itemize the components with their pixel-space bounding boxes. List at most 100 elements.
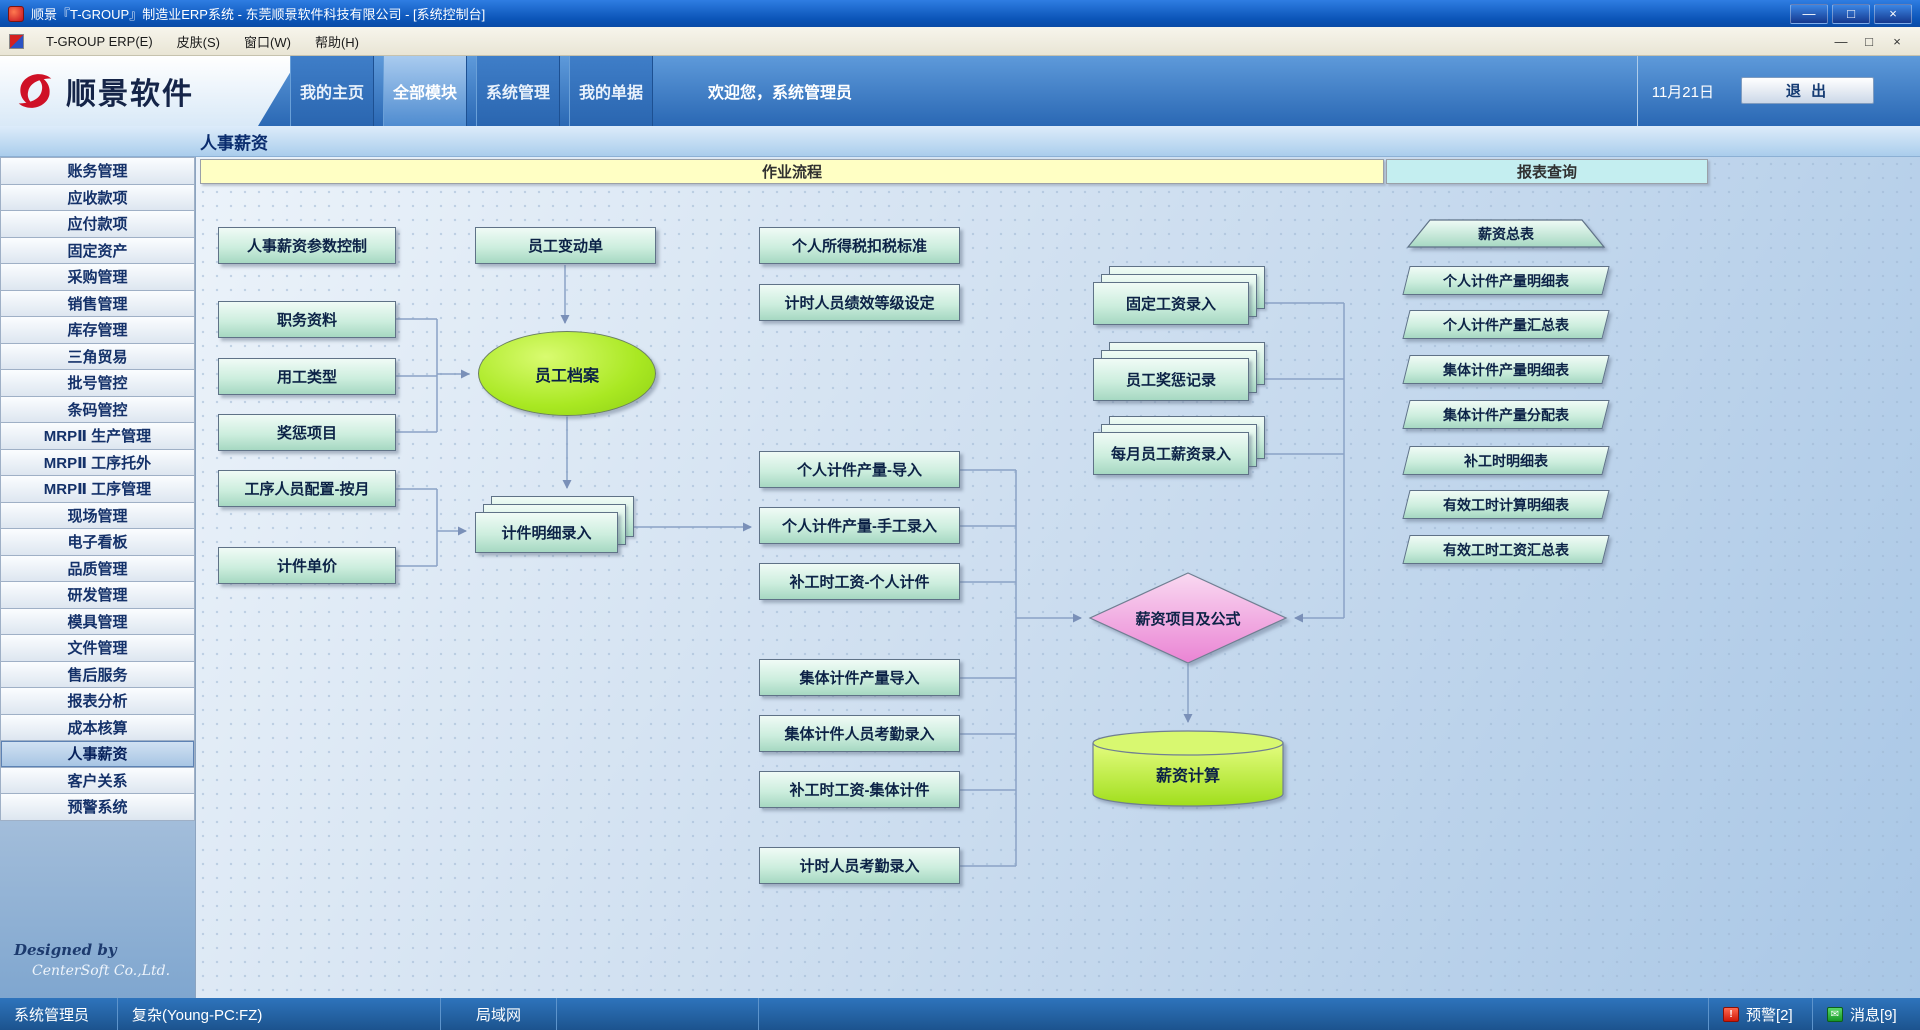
welcome-text: 欢迎您，系统管理员 — [708, 85, 853, 102]
sidebar-item[interactable]: 批号管控 — [0, 369, 195, 397]
flow-node-emp-reward[interactable]: 员工奖惩记录 — [1093, 342, 1265, 401]
sidebar-item[interactable]: 应收款项 — [0, 183, 195, 211]
report-label: 个人计件产量明细表 — [1443, 272, 1569, 289]
report-item[interactable]: 集体计件产量分配表 — [1402, 400, 1610, 429]
sidebar-item[interactable]: 条码管控 — [0, 395, 195, 423]
sidebar-item[interactable]: 客户关系 — [0, 766, 195, 794]
status-spacer — [759, 998, 1708, 1030]
report-item[interactable]: 有效工时计算明细表 — [1402, 490, 1610, 519]
report-label: 集体计件产量明细表 — [1443, 361, 1569, 378]
status-messages[interactable]: ✉ 消息[9] — [1812, 998, 1920, 1030]
report-item[interactable]: 有效工时工资汇总表 — [1402, 535, 1610, 564]
sidebar-item[interactable]: 预警系统 — [0, 793, 195, 821]
sidebar-item[interactable]: 账务管理 — [0, 157, 195, 185]
sidebar-item[interactable]: 采购管理 — [0, 263, 195, 291]
header-date: 11月21日 — [1636, 56, 1714, 126]
mdi-minimize-icon[interactable]: — — [1834, 33, 1848, 49]
sidebar-item[interactable]: MRPⅡ 工序托外 — [0, 448, 195, 476]
sidebar-item[interactable]: MRPⅡ 生产管理 — [0, 422, 195, 450]
status-empty-segment — [557, 998, 759, 1030]
section-header-process: 作业流程 — [200, 159, 1384, 184]
messages-text: 消息[9] — [1850, 1006, 1897, 1024]
maximize-icon[interactable]: □ — [1832, 3, 1870, 24]
message-icon: ✉ — [1827, 1006, 1843, 1022]
menu-item-help[interactable]: 帮助(H) — [314, 34, 359, 50]
flow-node-job-info[interactable]: 职务资料 — [218, 301, 396, 338]
flow-node-fixed-salary[interactable]: 固定工资录入 — [1093, 266, 1265, 325]
flow-node-params-control[interactable]: 人事薪资参数控制 — [218, 227, 396, 264]
flow-node-personal-import[interactable]: 个人计件产量-导入 — [759, 451, 960, 488]
flow-node-work-type[interactable]: 用工类型 — [218, 358, 396, 395]
flow-node-group-import[interactable]: 集体计件产量导入 — [759, 659, 960, 696]
menu-item-tgroup[interactable]: T-GROUP ERP(E) — [46, 33, 153, 49]
flow-node-reward-item[interactable]: 奖惩项目 — [218, 414, 396, 451]
flow-node-overtime-group[interactable]: 补工时工资-集体计件 — [759, 771, 960, 808]
sidebar-item[interactable]: 现场管理 — [0, 501, 195, 529]
flow-node-tax-standard[interactable]: 个人所得税扣税标准 — [759, 227, 960, 264]
flow-node-salary-formula[interactable]: 薪资项目及公式 — [1135, 610, 1241, 628]
sidebar-item[interactable]: 电子看板 — [0, 528, 195, 556]
tab-all-modules[interactable]: 全部模块 — [383, 56, 467, 126]
report-item[interactable]: 个人计件产量汇总表 — [1402, 310, 1610, 339]
status-machine-text: 复杂(Young-PC:FZ) — [132, 1006, 263, 1024]
report-item[interactable]: 个人计件产量明细表 — [1402, 266, 1610, 295]
module-subheader: 人事薪资 — [0, 126, 1920, 157]
sidebar-item[interactable]: 库存管理 — [0, 316, 195, 344]
flow-node-piece-detail[interactable]: 计件明细录入 — [475, 496, 634, 553]
flow-node-overtime-personal[interactable]: 补工时工资-个人计件 — [759, 563, 960, 600]
tab-system-manage[interactable]: 系统管理 — [476, 56, 560, 126]
flow-node-salary-calc[interactable]: 薪资计算 — [1155, 768, 1220, 785]
flow-node-piece-price[interactable]: 计件单价 — [218, 547, 396, 584]
sidebar-item-selected[interactable]: 人事薪资 — [0, 740, 195, 768]
sidebar-item[interactable]: MRPⅡ 工序管理 — [0, 475, 195, 503]
status-network: 局域网 — [441, 998, 557, 1030]
flow-node-personal-manual[interactable]: 个人计件产量-手工录入 — [759, 507, 960, 544]
logo-text: 顺景软件 — [66, 78, 194, 111]
close-icon[interactable]: × — [1874, 3, 1912, 24]
flow-node-emp-change[interactable]: 员工变动单 — [475, 227, 656, 264]
sidebar-item[interactable]: 模具管理 — [0, 607, 195, 635]
header-tabs: 我的主页 全部模块 系统管理 我的单据 — [290, 56, 662, 126]
tab-my-documents[interactable]: 我的单据 — [569, 56, 653, 126]
sidebar-item[interactable]: 销售管理 — [0, 289, 195, 317]
decision-diamond-shape — [1088, 572, 1288, 664]
report-item-salary-summary[interactable]: 薪资总表 — [1478, 225, 1534, 242]
flow-node-time-attend[interactable]: 计时人员考勤录入 — [759, 847, 960, 884]
flow-node-label: 固定工资录入 — [1093, 282, 1249, 325]
sidebar-item[interactable]: 三角贸易 — [0, 342, 195, 370]
exit-button[interactable]: 退 出 — [1741, 77, 1874, 104]
menu-item-window[interactable]: 窗口(W) — [244, 34, 291, 50]
menu-bar: T-GROUP ERP(E) 皮肤(S) 窗口(W) 帮助(H) — □ × — [0, 27, 1920, 56]
sidebar-item[interactable]: 成本核算 — [0, 713, 195, 741]
sidebar-item[interactable]: 固定资产 — [0, 236, 195, 264]
module-sidebar: 账务管理 应收款项 应付款项 固定资产 采购管理 销售管理 库存管理 三角贸易 … — [0, 157, 196, 998]
mdi-restore-icon[interactable]: □ — [1865, 33, 1873, 49]
flow-node-group-attend[interactable]: 集体计件人员考勤录入 — [759, 715, 960, 752]
sidebar-item[interactable]: 售后服务 — [0, 660, 195, 688]
status-alerts[interactable]: ! 预警[2] — [1708, 998, 1812, 1030]
sidebar-item[interactable]: 文件管理 — [0, 634, 195, 662]
report-label: 集体计件产量分配表 — [1443, 406, 1569, 423]
sidebar-item[interactable]: 研发管理 — [0, 581, 195, 609]
mdi-close-icon[interactable]: × — [1893, 33, 1901, 49]
sidebar-item[interactable]: 品质管理 — [0, 554, 195, 582]
minimize-icon[interactable]: — — [1790, 3, 1828, 24]
flow-node-proc-staff[interactable]: 工序人员配置-按月 — [218, 470, 396, 507]
menu-item-skin[interactable]: 皮肤(S) — [176, 34, 221, 50]
flow-node-emp-archive[interactable]: 员工档案 — [478, 331, 656, 416]
dot-grid-pattern — [196, 157, 1920, 998]
flow-node-monthly-salary[interactable]: 每月员工薪资录入 — [1093, 416, 1265, 475]
sidebar-item[interactable]: 报表分析 — [0, 687, 195, 715]
report-label: 补工时明细表 — [1464, 452, 1548, 469]
report-item[interactable]: 补工时明细表 — [1402, 446, 1610, 475]
report-item[interactable]: 集体计件产量明细表 — [1402, 355, 1610, 384]
status-machine: 复杂(Young-PC:FZ) — [118, 998, 441, 1030]
flow-node-time-grade[interactable]: 计时人员绩效等级设定 — [759, 284, 960, 321]
sidebar-item[interactable]: 应付款项 — [0, 210, 195, 238]
alerts-text: 预警[2] — [1746, 1006, 1793, 1024]
logo-panel: 顺景软件 — [0, 56, 300, 126]
flow-node-label: 员工奖惩记录 — [1093, 358, 1249, 401]
tab-my-home[interactable]: 我的主页 — [290, 56, 374, 126]
app-header: 顺景软件 我的主页 全部模块 系统管理 我的单据 欢迎您，系统管理员 11月21… — [0, 56, 1920, 126]
